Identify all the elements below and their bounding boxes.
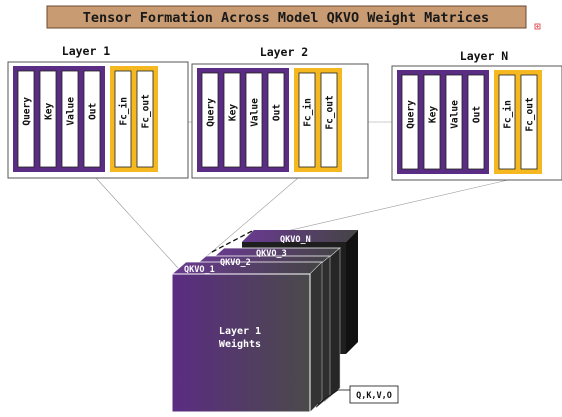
- matrix-label: Value: [450, 100, 461, 129]
- matrix-key: [423, 74, 441, 170]
- tensor-cube: QKVO_N QKVO_3 QKVO_2 QKVO_1 Layer 1 Weig…: [170, 229, 358, 413]
- matrix-label: Query: [206, 98, 217, 127]
- layer-title: Layer 2: [260, 45, 308, 59]
- slice-qkvo-1: [170, 261, 323, 413]
- layer-block-3: Layer N Query Key Value Out Fc_in Fc_out: [391, 49, 562, 181]
- matrix-label: Key: [428, 106, 439, 123]
- matrix-value: [445, 74, 463, 170]
- matrix-fc-in: [298, 72, 316, 168]
- matrix-query: [401, 74, 419, 170]
- matrix-query: [201, 72, 219, 168]
- matrix-out: [467, 74, 485, 170]
- title-marker-icon: [534, 23, 541, 30]
- cube-front-face: [171, 273, 311, 413]
- matrix-fc-in: [114, 70, 132, 168]
- layer-title: Layer N: [460, 49, 509, 63]
- matrix-out: [83, 70, 101, 168]
- matrix-label: Query: [406, 100, 417, 129]
- matrix-label: Fc_out: [325, 95, 336, 129]
- matrix-label: Query: [22, 97, 33, 126]
- matrix-label: Fc_out: [525, 97, 536, 131]
- matrix-value: [245, 72, 263, 168]
- matrix-query: [17, 70, 35, 168]
- label-qkvo-1: QKVO_1: [184, 265, 215, 275]
- cube-front-line2: Weights: [219, 338, 261, 350]
- matrix-fc-in: [498, 74, 516, 170]
- cube-front-line1: Layer 1: [219, 326, 261, 337]
- matrix-label: Fc_in: [503, 100, 514, 129]
- layer-title: Layer 1: [62, 44, 111, 58]
- matrix-label: Out: [88, 103, 99, 120]
- matrix-out: [267, 72, 285, 168]
- layer-block-2: Layer 2 Query Key Value Out Fc_in Fc_out: [191, 45, 369, 179]
- matrix-label: Out: [272, 104, 283, 121]
- label-qkvo-2: QKVO_2: [220, 258, 251, 268]
- matrix-label: Value: [250, 98, 261, 127]
- matrix-key: [39, 70, 57, 168]
- matrix-label: Fc_in: [303, 98, 314, 127]
- matrix-label: Fc_in: [119, 97, 130, 126]
- title-text: Tensor Formation Across Model QKVO Weigh…: [83, 10, 489, 26]
- matrix-label: Key: [228, 104, 239, 121]
- title-banner: Tensor Formation Across Model QKVO Weigh…: [46, 5, 527, 29]
- axis-label: Q,K,V,O: [356, 391, 392, 401]
- layer-block-1: Layer 1 Query Key Value Out Fc_in Fc_out: [7, 44, 189, 179]
- label-qkvo-3: QKVO_3: [256, 249, 287, 259]
- matrix-label: Key: [44, 102, 55, 119]
- matrix-label: Fc_out: [141, 94, 152, 128]
- matrix-key: [223, 72, 241, 168]
- axis-callout: Q,K,V,O: [317, 385, 399, 405]
- matrix-label: Out: [472, 106, 483, 123]
- matrix-fc-out: [320, 72, 338, 168]
- matrix-fc-out: [136, 70, 154, 168]
- label-qkvo-n: QKVO_N: [280, 235, 311, 245]
- matrix-label: Value: [66, 97, 77, 126]
- matrix-fc-out: [520, 74, 538, 170]
- matrix-value: [61, 70, 79, 168]
